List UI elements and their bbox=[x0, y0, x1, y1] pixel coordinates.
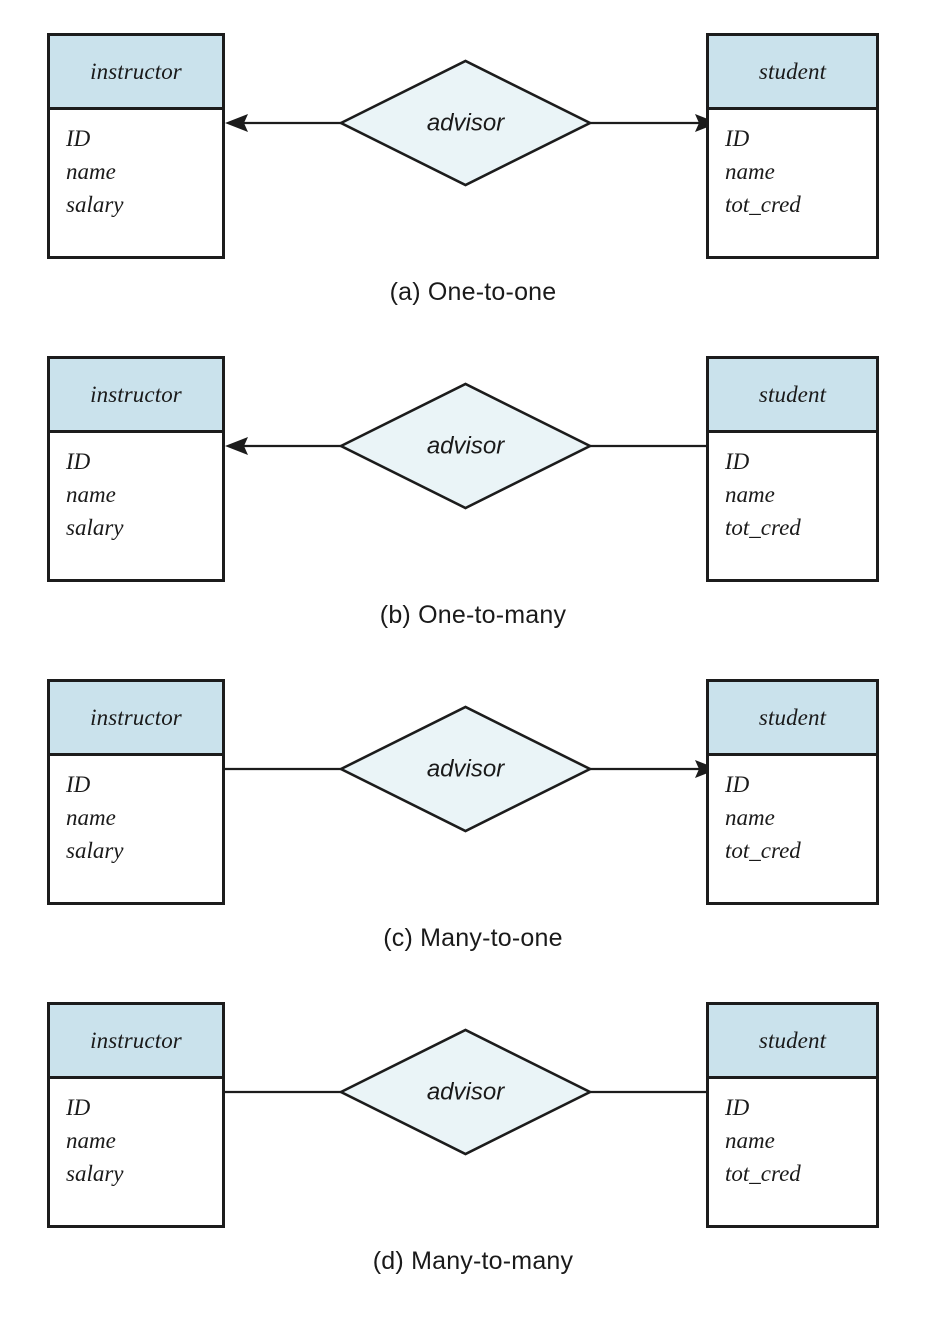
entity-attributes-instructor: ID name salary bbox=[50, 756, 222, 867]
attribute-row: salary bbox=[66, 515, 124, 540]
relationship-panel-b: instructor ID name salary advisor studen… bbox=[0, 356, 946, 679]
attribute-row: ID bbox=[725, 772, 750, 797]
entity-attributes-instructor: ID name salary bbox=[50, 1079, 222, 1190]
attribute-row: name bbox=[725, 805, 775, 830]
entity-attributes-instructor: ID name salary bbox=[50, 433, 222, 544]
relationship-advisor-a: advisor bbox=[200, 33, 740, 259]
relationship-panel-d: instructor ID name salary advisor studen… bbox=[0, 1002, 946, 1325]
arrowhead-left-icon bbox=[225, 114, 248, 132]
entity-attributes-student: ID name tot_cred bbox=[709, 433, 876, 544]
panel-caption-b: (b) One-to-many bbox=[379, 601, 567, 629]
relationship-advisor-d: advisor bbox=[200, 1002, 740, 1228]
attribute-row: tot_cred bbox=[725, 1161, 801, 1186]
entity-title-instructor: instructor bbox=[90, 381, 182, 407]
entity-title-student: student bbox=[758, 58, 827, 84]
entity-attributes-instructor: ID name salary bbox=[50, 110, 222, 221]
relationship-diamond bbox=[338, 705, 593, 833]
entity-title-instructor: instructor bbox=[90, 1027, 182, 1053]
entity-header-student: student bbox=[709, 682, 876, 756]
entity-title-student: student bbox=[758, 704, 827, 730]
relationship-panel-a: instructor ID name salary advisor studen… bbox=[0, 33, 946, 356]
attribute-row: ID bbox=[66, 126, 91, 151]
attribute-row: tot_cred bbox=[725, 838, 801, 863]
attribute-row: tot_cred bbox=[725, 192, 801, 217]
entity-header-student: student bbox=[709, 359, 876, 433]
relationship-diamond bbox=[338, 1028, 593, 1156]
entity-title-student: student bbox=[758, 381, 827, 407]
attribute-row: salary bbox=[66, 1161, 124, 1186]
relationship-diamond bbox=[338, 59, 593, 187]
entity-header-instructor: instructor bbox=[50, 359, 222, 433]
arrowhead-left-icon bbox=[225, 437, 248, 455]
entity-box-student: student ID name tot_cred bbox=[706, 679, 879, 905]
attribute-row: ID bbox=[725, 1095, 750, 1120]
entity-header-instructor: instructor bbox=[50, 1005, 222, 1079]
entity-box-instructor: instructor ID name salary bbox=[47, 679, 225, 905]
entity-title-student: student bbox=[758, 1027, 827, 1053]
attribute-row: salary bbox=[66, 192, 124, 217]
er-diagram-canvas: instructor ID name salary advisor studen… bbox=[0, 33, 946, 1275]
attribute-row: ID bbox=[725, 449, 750, 474]
entity-box-student: student ID name tot_cred bbox=[706, 33, 879, 259]
relationship-panel-c: instructor ID name salary advisor studen… bbox=[0, 679, 946, 1002]
entity-box-instructor: instructor ID name salary bbox=[47, 33, 225, 259]
panel-caption-c: (c) Many-to-one bbox=[383, 924, 563, 952]
attribute-row: name bbox=[66, 1128, 116, 1153]
relationship-label: advisor bbox=[427, 110, 505, 137]
entity-attributes-student: ID name tot_cred bbox=[709, 756, 876, 867]
relationship-advisor-b: advisor bbox=[200, 356, 740, 582]
entity-header-student: student bbox=[709, 1005, 876, 1079]
relationship-diamond bbox=[338, 382, 593, 510]
attribute-row: name bbox=[725, 1128, 775, 1153]
entity-box-instructor: instructor ID name salary bbox=[47, 1002, 225, 1228]
entity-box-instructor: instructor ID name salary bbox=[47, 356, 225, 582]
attribute-row: name bbox=[725, 159, 775, 184]
entity-box-student: student ID name tot_cred bbox=[706, 1002, 879, 1228]
attribute-row: name bbox=[66, 482, 116, 507]
attribute-row: name bbox=[66, 805, 116, 830]
attribute-row: name bbox=[725, 482, 775, 507]
attribute-row: ID bbox=[66, 449, 91, 474]
entity-box-student: student ID name tot_cred bbox=[706, 356, 879, 582]
entity-header-student: student bbox=[709, 36, 876, 110]
attribute-row: ID bbox=[725, 126, 750, 151]
panel-caption-d: (d) Many-to-many bbox=[372, 1247, 574, 1275]
attribute-row: salary bbox=[66, 838, 124, 863]
attribute-row: tot_cred bbox=[725, 515, 801, 540]
entity-header-instructor: instructor bbox=[50, 682, 222, 756]
entity-header-instructor: instructor bbox=[50, 36, 222, 110]
entity-title-instructor: instructor bbox=[90, 58, 182, 84]
entity-attributes-student: ID name tot_cred bbox=[709, 1079, 876, 1190]
relationship-label: advisor bbox=[427, 433, 505, 460]
relationship-label: advisor bbox=[427, 756, 505, 783]
panel-caption-a: (a) One-to-one bbox=[389, 278, 557, 306]
attribute-row: ID bbox=[66, 1095, 91, 1120]
attribute-row: name bbox=[66, 159, 116, 184]
relationship-advisor-c: advisor bbox=[200, 679, 740, 905]
relationship-label: advisor bbox=[427, 1079, 505, 1106]
entity-title-instructor: instructor bbox=[90, 704, 182, 730]
entity-attributes-student: ID name tot_cred bbox=[709, 110, 876, 221]
attribute-row: ID bbox=[66, 772, 91, 797]
